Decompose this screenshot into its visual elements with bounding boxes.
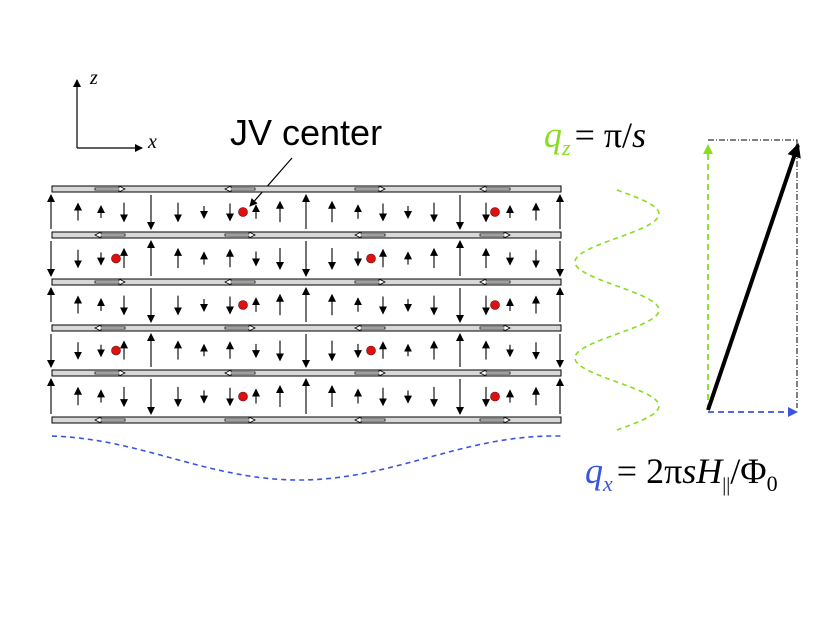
layer-current-arrow [479, 278, 511, 286]
superconducting-layer [51, 416, 562, 424]
layer-current-arrow [224, 278, 256, 286]
superconducting-layer [51, 278, 562, 286]
jv-center-marker [238, 207, 248, 217]
jv-center-marker [238, 300, 248, 310]
layer-current-arrow [224, 369, 256, 377]
layer-current-arrow [94, 416, 126, 424]
jv-center-label: JV center [230, 112, 382, 153]
qx-modulation-wave [52, 435, 562, 481]
jv-center-marker [490, 300, 500, 310]
jv-center-marker [490, 207, 500, 217]
jv-center-marker [366, 345, 376, 356]
qz-equation-text: qz= π/s [544, 115, 646, 160]
layer-current-arrow [479, 324, 511, 332]
jv-center-marker [111, 253, 121, 264]
superconducting-layer [51, 369, 562, 377]
layer-current-arrow [354, 369, 386, 377]
layer-current-arrow [479, 185, 511, 193]
jv-center-pointer-arrow [249, 157, 293, 207]
total-q-vector-arrow [706, 143, 801, 411]
jv-center-marker [111, 345, 121, 356]
layer-current-arrow [354, 416, 386, 424]
layer-current-arrow [94, 278, 126, 286]
jv-center-marker [238, 391, 248, 402]
vector-box-outline [708, 139, 798, 408]
qx-equation: qx= 2πsH||/Φ0 [585, 451, 778, 496]
superconducting-layer [51, 185, 562, 193]
superconducting-layer [51, 324, 562, 332]
superconducting-layer [51, 231, 562, 239]
layer-current-arrow [224, 416, 256, 424]
layer-current-arrow [354, 324, 386, 332]
layer-current-arrow [479, 231, 511, 239]
layer-current-arrow [94, 369, 126, 377]
superconducting-layers [51, 185, 562, 424]
qz-equation: qz= π/s [544, 115, 646, 160]
layer-current-arrow [224, 324, 256, 332]
vortex-markers [111, 207, 500, 402]
current-arrows [47, 185, 564, 424]
layer-current-arrow [479, 369, 511, 377]
x-axis-label: x [147, 131, 157, 153]
jv-center-marker [366, 253, 376, 264]
layer-current-arrow [94, 324, 126, 332]
coordinate-axes: z x [73, 67, 157, 153]
layer-current-arrow [354, 278, 386, 286]
layer-current-arrow [94, 231, 126, 239]
qz-modulation-wave [574, 189, 660, 431]
z-axis-label: z [89, 67, 98, 89]
qx-equation-text: qx= 2πsH||/Φ0 [585, 451, 778, 496]
layer-current-arrow [224, 231, 256, 239]
layer-current-arrow [354, 185, 386, 193]
layer-current-arrow [94, 185, 126, 193]
jv-center-callout: JV center [230, 112, 382, 207]
jv-center-marker [490, 391, 500, 402]
wavevector-diagram [703, 139, 801, 417]
layer-current-arrow [224, 185, 256, 193]
layer-current-arrow [354, 231, 386, 239]
layer-current-arrow [479, 416, 511, 424]
